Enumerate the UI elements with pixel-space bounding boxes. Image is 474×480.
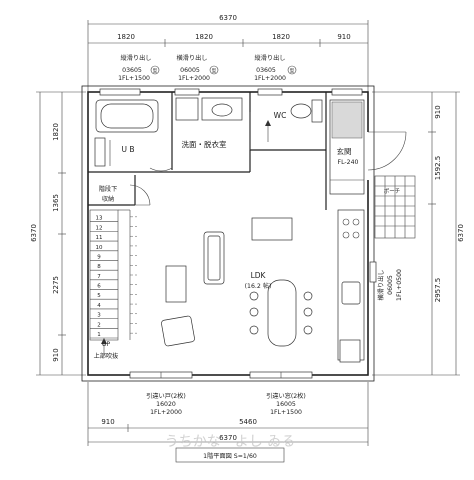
stair-storage-label-1: 階段下 <box>99 185 118 193</box>
room-ub-label: U B <box>121 145 134 154</box>
left-dim-1: 1820 <box>52 123 60 141</box>
room-wc-label: WC <box>274 111 287 120</box>
washroom: 洗面・脱衣室 <box>149 97 251 172</box>
window-3-name: 縦滑り出し <box>255 54 286 62</box>
top-dimensions: 6370 1820 1820 1820 910 <box>87 14 369 92</box>
bottom-total-dim: 6370 <box>219 434 237 442</box>
stair-storage-label-2: 収納 <box>102 195 114 203</box>
porch-label: ポーチ <box>384 188 401 195</box>
top-dim-1: 1820 <box>117 33 135 41</box>
bottom-window-1-fl: 1FL+2000 <box>150 409 182 416</box>
room-washroom-label: 洗面・脱衣室 <box>182 139 227 149</box>
right-total-dim: 6370 <box>457 224 465 242</box>
stair-step-number: 3 <box>97 313 101 319</box>
upper-ceiling-label: 上部吹抜 <box>94 352 119 360</box>
right-window-fl: 1FL+0500 <box>396 269 403 301</box>
stair-step-number: 7 <box>97 274 101 280</box>
stair-step-number: 1 <box>97 332 101 338</box>
window-3-fl: 1FL+2000 <box>254 75 286 82</box>
stair-step-number: 10 <box>96 245 103 251</box>
window-2-code: 06005 <box>180 67 200 74</box>
left-total-dim: 6370 <box>30 224 38 242</box>
window-3-code: 03605 <box>256 67 276 74</box>
interior-walls <box>88 92 327 210</box>
caption-box: 1階平面図 S=1/60 <box>175 447 285 463</box>
window-3-badge: 型 <box>290 67 295 74</box>
top-dim-2: 1820 <box>195 33 213 41</box>
bathroom-ub: U B <box>94 99 159 167</box>
ldk: LDK (16.2 帖) <box>161 217 313 347</box>
left-dim-3: 2275 <box>52 276 60 294</box>
bottom-windows: 引違い戸(2枚) 16020 1FL+2000 引違い窓(2枚) 16005 1… <box>129 371 313 416</box>
stair-step-number: 5 <box>97 293 101 299</box>
room-ldk-size: (16.2 帖) <box>245 282 272 290</box>
stair-up-label: UP <box>102 341 111 348</box>
top-total-dim: 6370 <box>219 14 237 22</box>
bottom-window-1-name: 引違い戸(2枚) <box>146 392 186 400</box>
room-ldk-label: LDK <box>251 271 267 280</box>
bottom-window-2-code: 16005 <box>276 401 296 408</box>
window-1-fl: 1FL+1500 <box>118 75 150 82</box>
left-dim-2: 1365 <box>52 194 60 212</box>
stair-step-number: 6 <box>97 284 101 290</box>
bottom-window-2-name: 引違い窓(2枚) <box>266 392 306 400</box>
bottom-dim-2: 5460 <box>239 418 257 426</box>
left-dimensions: 6370 1820 1365 2275 910 <box>30 91 86 376</box>
stair-step-number: 11 <box>96 235 103 241</box>
outer-walls <box>81 85 375 382</box>
staircase: 階段下 収納 13 12 11 10 9 8 7 6 5 4 3 2 1 UP 上部吹抜 <box>89 184 151 360</box>
top-windows <box>99 88 363 96</box>
toilet-wc: WC <box>265 99 323 142</box>
stair-step-number: 12 <box>96 225 103 231</box>
stair-step-number: 2 <box>97 322 101 328</box>
right-dimensions: 6370 910 1592.5 2957.5 <box>372 91 465 376</box>
window-1-name: 縦滑り出し <box>121 54 152 62</box>
entrance: 玄関 FL-240 <box>329 99 407 195</box>
right-window-name: 横滑り出し <box>377 270 385 301</box>
stair-step-number: 9 <box>97 254 101 260</box>
top-dim-4: 910 <box>337 33 350 41</box>
stair-step-number: 4 <box>97 303 101 309</box>
stair-step-number: 13 <box>96 216 103 222</box>
bottom-dim-1: 910 <box>101 418 114 426</box>
room-entrance-fl: FL-240 <box>338 159 359 166</box>
window-1-code: 03605 <box>122 67 142 74</box>
window-2-fl: 1FL+2000 <box>178 75 210 82</box>
right-dim-3: 2957.5 <box>434 278 442 303</box>
top-window-labels: 縦滑り出し 03605 型 1FL+1500 横滑り出し 06005 型 1FL… <box>118 54 297 82</box>
bottom-dimensions: 910 5460 6370 <box>87 382 369 446</box>
window-2-name: 横滑り出し <box>177 54 208 62</box>
stair-step-number: 8 <box>97 264 101 270</box>
bottom-window-2-fl: 1FL+1500 <box>270 409 302 416</box>
window-1-badge: 型 <box>153 67 158 74</box>
right-window-label: 横滑り出し 06005 1FL+0500 <box>377 269 403 301</box>
right-dim-1: 910 <box>434 105 442 118</box>
left-dim-4: 910 <box>52 348 60 361</box>
window-2-badge: 型 <box>212 67 217 74</box>
plan-caption: 1階平面図 S=1/60 <box>203 452 257 460</box>
bottom-window-1-code: 16020 <box>156 401 176 408</box>
watermark: うちかな よし ゐる <box>165 434 295 450</box>
right-dim-2: 1592.5 <box>434 156 442 181</box>
porch: ポーチ <box>374 175 416 239</box>
top-dim-3: 1820 <box>272 33 290 41</box>
kitchen <box>337 209 377 363</box>
room-entrance-label: 玄関 <box>337 146 352 156</box>
right-window-code: 06005 <box>387 275 394 295</box>
